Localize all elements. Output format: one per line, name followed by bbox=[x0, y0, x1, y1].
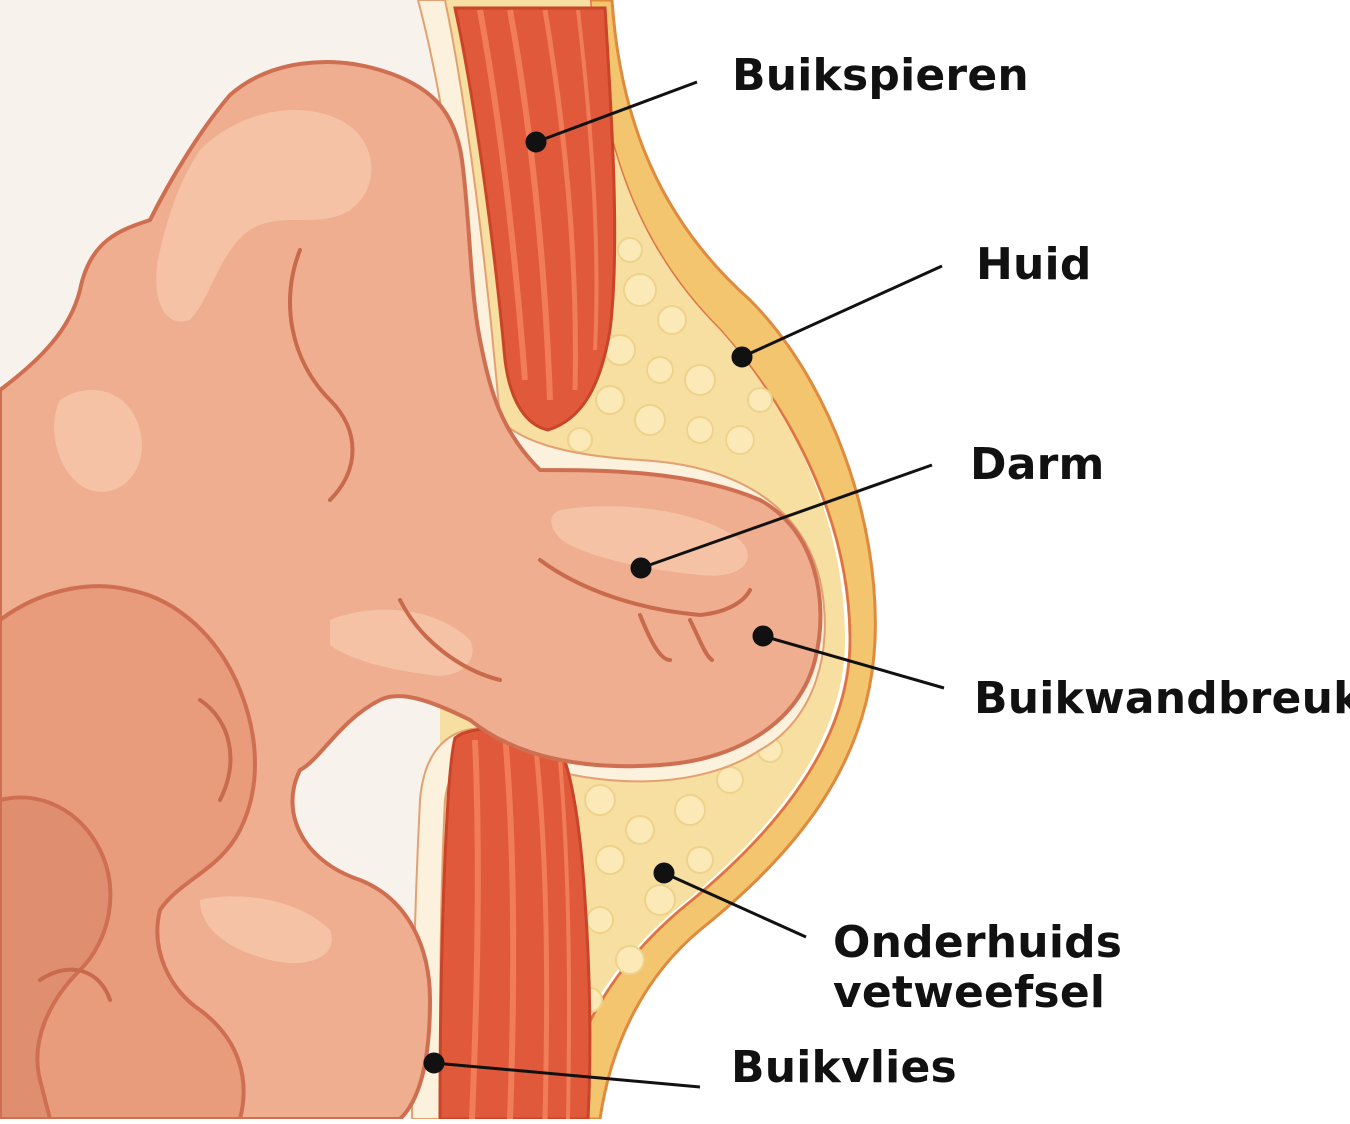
pointer-fat bbox=[655, 864, 673, 882]
label-subcutaneous-fat: Onderhuids vetweefsel bbox=[833, 918, 1122, 1018]
pointer-muscles bbox=[527, 133, 545, 151]
label-abdominal-muscles: Buikspieren bbox=[732, 51, 1029, 101]
lower-muscle bbox=[440, 728, 590, 1119]
pointer-peritoneum bbox=[425, 1054, 443, 1072]
label-abdominal-hernia: Buikwandbreuk bbox=[974, 674, 1350, 724]
pointer-hernia bbox=[754, 627, 772, 645]
label-subcutaneous-fat-line1: Onderhuids bbox=[833, 918, 1122, 968]
label-subcutaneous-fat-line2: vetweefsel bbox=[833, 968, 1122, 1018]
label-skin: Huid bbox=[976, 240, 1092, 290]
pointer-skin bbox=[733, 348, 751, 366]
label-peritoneum: Buikvlies bbox=[731, 1043, 957, 1093]
pointer-intestine bbox=[632, 559, 650, 577]
label-intestine: Darm bbox=[970, 440, 1105, 490]
